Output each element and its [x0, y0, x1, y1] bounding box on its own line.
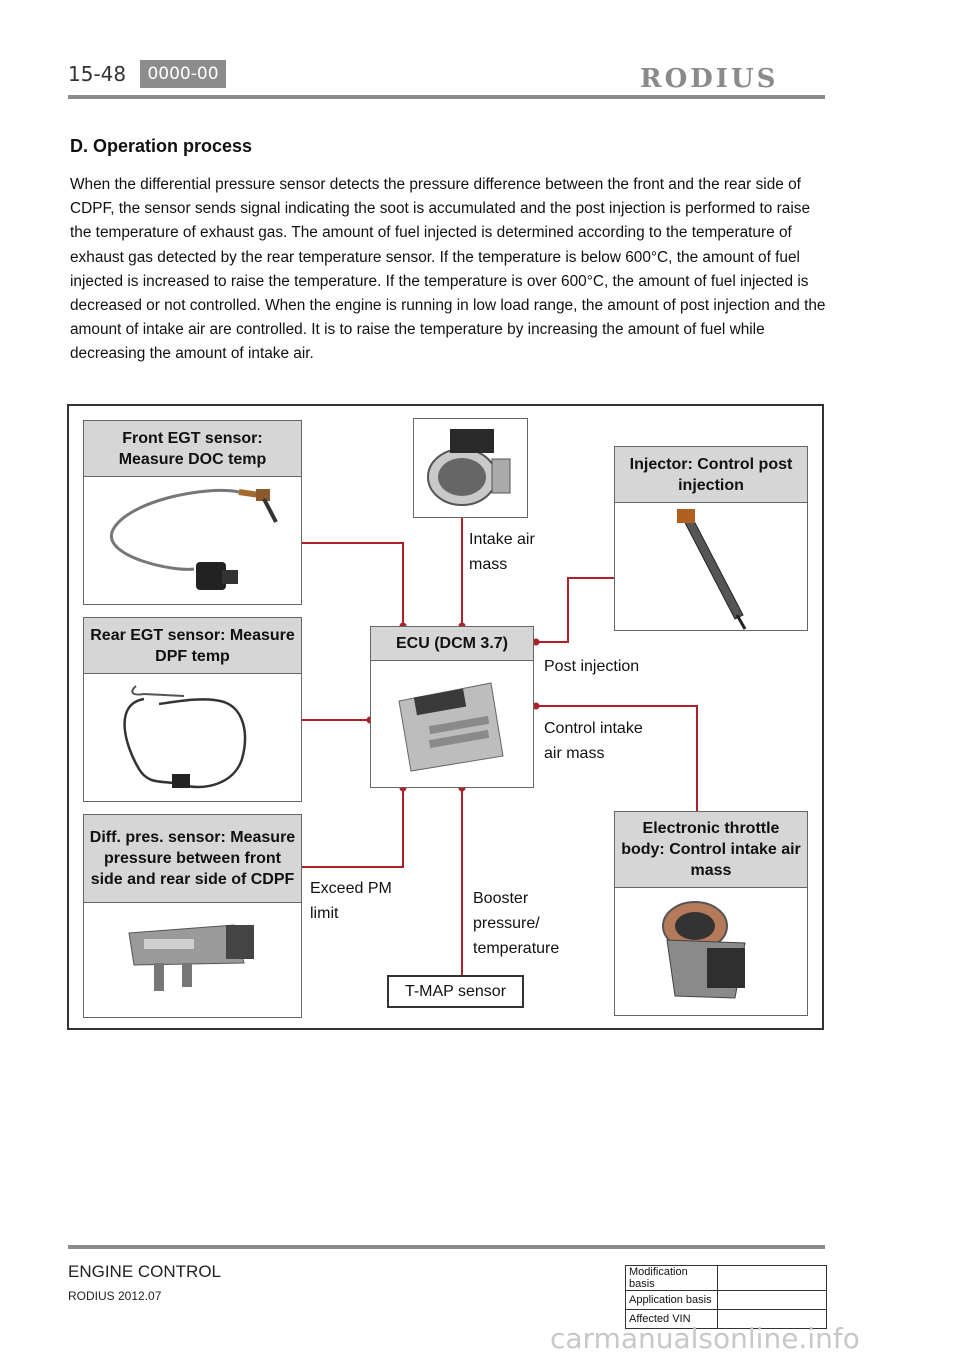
- rear-egt-title: Rear EGT sensor: Measure DPF temp: [84, 618, 301, 674]
- brand-logo: RODIUS: [640, 64, 779, 94]
- ecu-title: ECU (DCM 3.7): [371, 627, 533, 661]
- table-row: Modification basis: [625, 1265, 827, 1291]
- diff-pres-title: Diff. pres. sensor: Measure pressure bet…: [84, 815, 301, 903]
- front-egt-sensor-image: [110, 488, 278, 590]
- diff-pres-sensor-image: [128, 924, 254, 991]
- footer-model-date: RODIUS 2012.07: [68, 1289, 162, 1303]
- exceed-pm-label: Exceed PM limit: [310, 880, 392, 922]
- rear-egt-sensor-image: [123, 685, 247, 789]
- tmap-sensor-box: T-MAP sensor: [387, 975, 524, 1008]
- footer-title: ENGINE CONTROL: [68, 1262, 222, 1281]
- rear-egt-box: Rear EGT sensor: Measure DPF temp: [83, 617, 302, 802]
- booster-label: Booster pressure/ temperature: [473, 890, 560, 957]
- throttle-title: Electronic throttle body: Control intake…: [615, 812, 807, 888]
- throttle-box: Electronic throttle body: Control intake…: [614, 811, 808, 1016]
- front-egt-title: Front EGT sensor: Measure DOC temp: [84, 421, 301, 477]
- injector-box: Injector: Control post injection: [614, 446, 808, 631]
- line-front-egt: [302, 542, 404, 626]
- footer-rule: [68, 1245, 825, 1249]
- table-cell-value: [717, 1309, 827, 1329]
- modification-table: Modification basis Application basis Aff…: [625, 1265, 827, 1329]
- injector-title: Injector: Control post injection: [615, 447, 807, 503]
- line-throttle: [536, 705, 698, 811]
- table-cell-label: Application basis: [625, 1290, 718, 1310]
- maf-sensor-image-box: [413, 418, 528, 518]
- junction-dot: [532, 702, 540, 710]
- ecu-image: [398, 682, 504, 772]
- diff-pres-box: Diff. pres. sensor: Measure pressure bet…: [83, 814, 302, 1018]
- control-intake-label: Control intake air mass: [544, 720, 643, 762]
- injector-image: [677, 509, 747, 630]
- line-injector: [536, 577, 614, 643]
- table-row: Application basis: [625, 1290, 827, 1310]
- intake-air-mass-label: Intake air mass: [469, 531, 535, 573]
- junction-dot: [532, 638, 540, 646]
- ecu-box: ECU (DCM 3.7): [370, 626, 534, 788]
- table-row: Affected VIN: [625, 1309, 827, 1329]
- section-tag: 0000-00: [140, 60, 226, 88]
- maf-sensor-image: [427, 429, 511, 506]
- watermark: carmanualsonline.info: [550, 1322, 860, 1355]
- section-heading: D. Operation process: [70, 136, 253, 156]
- table-cell-label: Affected VIN: [625, 1309, 718, 1329]
- front-egt-box: Front EGT sensor: Measure DOC temp: [83, 420, 302, 605]
- table-cell-value: [717, 1290, 827, 1310]
- line-diff-pres: [302, 788, 404, 868]
- header-rule: [68, 95, 825, 99]
- section-paragraph: When the differential pressure sensor de…: [70, 176, 826, 363]
- page-number: 15-48: [68, 62, 127, 86]
- post-injection-label: Post injection: [544, 658, 640, 675]
- throttle-image: [662, 901, 746, 999]
- diagram-frame: [67, 404, 824, 1030]
- table-cell-value: [717, 1265, 827, 1291]
- table-cell-label: Modification basis: [625, 1265, 718, 1291]
